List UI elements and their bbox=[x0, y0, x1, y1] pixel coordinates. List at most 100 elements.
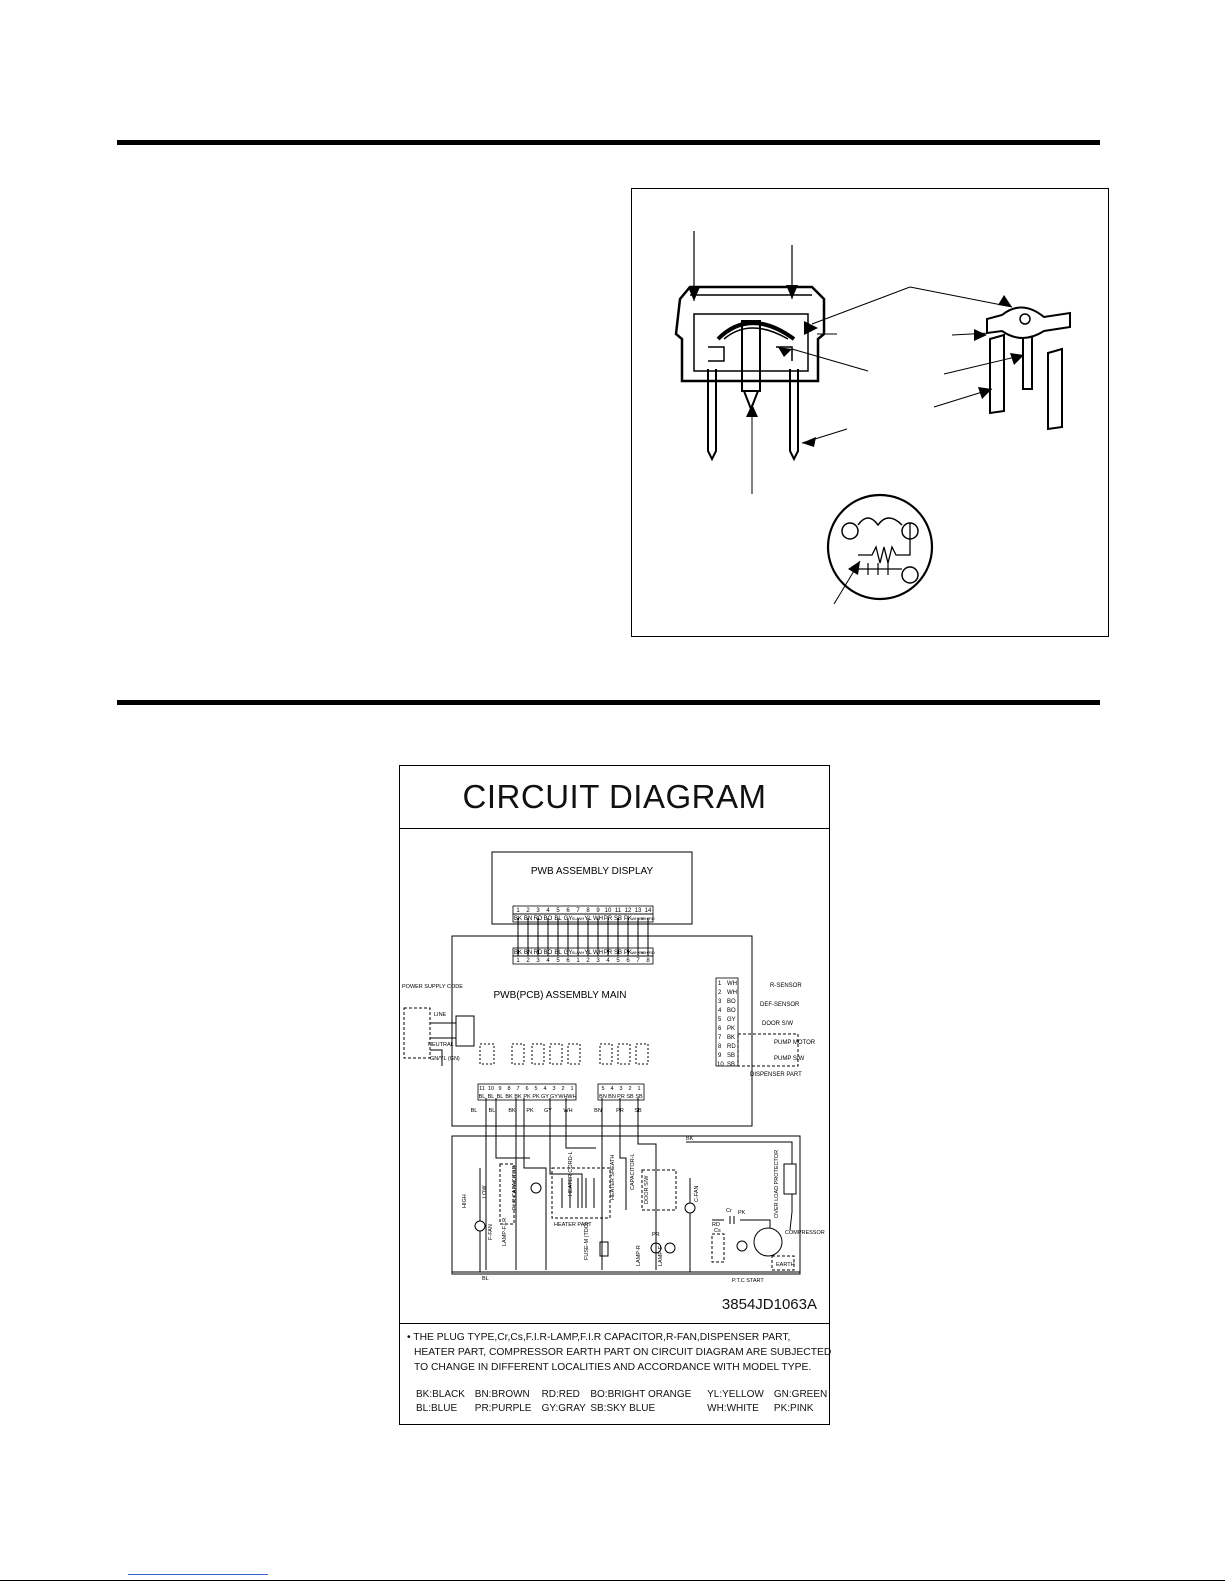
part-label: F.I.R CAPACITOR bbox=[512, 1166, 518, 1210]
legend-item: SB:SKY BLUE bbox=[590, 1403, 656, 1414]
display-color: WH/BK bbox=[631, 916, 644, 921]
part-label: RD bbox=[712, 1222, 720, 1228]
left-conn-color: PK bbox=[532, 1094, 540, 1100]
drawing-code: 3854JD1063A bbox=[721, 1296, 817, 1313]
wire-label: PK bbox=[526, 1108, 534, 1114]
legend-item: YL:YELLOW bbox=[707, 1389, 764, 1400]
main-top-pin: 3 bbox=[596, 958, 600, 964]
legend-item: GY:GRAY bbox=[541, 1403, 586, 1414]
main-top-color: SL/WH bbox=[572, 950, 585, 955]
left-conn-pin: 7 bbox=[516, 1086, 519, 1092]
legend-item: BO:BRIGHT ORANGE bbox=[590, 1389, 692, 1400]
main-top-pin: 2 bbox=[526, 958, 530, 964]
right-color: PK bbox=[727, 1026, 735, 1032]
right-pin: 4 bbox=[718, 1008, 722, 1014]
part-label: Cr bbox=[726, 1208, 732, 1214]
left-conn-color: GY bbox=[541, 1094, 549, 1100]
display-color: BO bbox=[544, 916, 553, 922]
display-pin-row bbox=[512, 905, 654, 965]
part-label: PR bbox=[652, 1232, 660, 1238]
left-conn-pin: 2 bbox=[561, 1086, 564, 1092]
legend-item: RD:RED bbox=[541, 1389, 580, 1400]
display-pin: 3 bbox=[536, 908, 540, 914]
note-line: HEATER PART, COMPRESSOR EARTH PART ON CI… bbox=[414, 1347, 832, 1358]
part-label: P.T.C START bbox=[732, 1278, 764, 1284]
display-color: WH bbox=[593, 916, 603, 922]
circuit-schematic: 1 2 3 4 5 6 7 8 9 10 11 12 13 14 BK BN R… bbox=[400, 828, 829, 1324]
section-rule-middle bbox=[117, 700, 1100, 705]
display-color: PR bbox=[604, 916, 613, 922]
main-top-pin: 4 bbox=[546, 958, 550, 964]
part-label: C-FAN bbox=[694, 1185, 700, 1202]
pump-switch-label: PUMP S/W bbox=[774, 1056, 805, 1062]
schematic-drawing: 1 2 3 4 5 6 7 8 9 10 11 12 13 14 BK BN R… bbox=[402, 851, 825, 1284]
part-label: PK bbox=[738, 1210, 746, 1216]
right-pin: 5 bbox=[718, 1017, 722, 1023]
right-pin: 10 bbox=[717, 1062, 724, 1068]
wire-label: BK bbox=[508, 1108, 516, 1114]
display-color: SB bbox=[614, 916, 622, 922]
right-color: WH bbox=[727, 990, 737, 996]
display-color: SL/WH bbox=[572, 916, 585, 921]
left-conn-color: BK bbox=[505, 1094, 513, 1100]
wire-label: PR bbox=[616, 1108, 624, 1114]
display-pin: 13 bbox=[635, 908, 642, 914]
main-top-pin: 6 bbox=[626, 958, 630, 964]
right-color: RD bbox=[727, 1044, 736, 1050]
right-color: SB bbox=[727, 1062, 735, 1068]
gnyl-label: GN/YL (GN) bbox=[430, 1056, 460, 1062]
part-label: BK bbox=[686, 1136, 694, 1142]
right-color: BO bbox=[727, 1008, 736, 1014]
part-label: Cs bbox=[714, 1228, 721, 1234]
main-top-color: RD bbox=[534, 950, 543, 956]
right-color: BO bbox=[727, 999, 736, 1005]
main-top-pin: 6 bbox=[566, 958, 570, 964]
mid-conn-color: SB bbox=[635, 1094, 643, 1100]
left-conn-pin: 1 bbox=[570, 1086, 573, 1092]
main-top-color: BK bbox=[514, 950, 522, 956]
main-top-pin: 1 bbox=[576, 958, 580, 964]
circuit-title: CIRCUIT DIAGRAM bbox=[400, 766, 829, 829]
display-color: YL bbox=[584, 916, 592, 922]
mid-conn-pin: 4 bbox=[610, 1086, 613, 1092]
main-top-color: YL bbox=[584, 950, 592, 956]
part-label: LOW bbox=[482, 1185, 488, 1198]
left-conn-color: BL bbox=[497, 1094, 504, 1100]
legend-item: BK:BLACK bbox=[416, 1389, 465, 1400]
page-bottom-rule bbox=[0, 1580, 1225, 1581]
legend-item: GN:GREEN bbox=[773, 1389, 828, 1400]
display-pin: 2 bbox=[526, 908, 530, 914]
power-supply-label: POWER SUPPLY CODE bbox=[402, 984, 463, 990]
main-top-pin: 4 bbox=[606, 958, 610, 964]
part-label: DOOR S/W bbox=[644, 1175, 650, 1204]
left-conn-color: BL bbox=[488, 1094, 495, 1100]
left-conn-color: WH bbox=[558, 1094, 567, 1100]
main-top-pin: 7 bbox=[636, 958, 640, 964]
mid-conn-color: PR bbox=[617, 1094, 625, 1100]
display-color: RD bbox=[534, 916, 543, 922]
part-label: HEATER PART bbox=[554, 1222, 592, 1228]
mid-conn-pin: 5 bbox=[601, 1086, 604, 1092]
display-color: PK bbox=[624, 916, 632, 922]
left-conn-color: BK bbox=[514, 1094, 522, 1100]
right-pin: 6 bbox=[718, 1026, 722, 1032]
left-conn-pin: 9 bbox=[498, 1086, 501, 1092]
pump-motor-label: PUMP MOTOR bbox=[774, 1040, 816, 1046]
right-pin: 2 bbox=[718, 990, 722, 996]
display-pin: 9 bbox=[596, 908, 600, 914]
part-label: FUSE-M (TDC) bbox=[584, 1222, 590, 1260]
wire-label: BL bbox=[489, 1108, 496, 1114]
main-top-pin: 8 bbox=[646, 958, 650, 964]
display-pin: 8 bbox=[586, 908, 590, 914]
mid-conn-pin: 2 bbox=[628, 1086, 631, 1092]
wire-label: BL bbox=[471, 1108, 478, 1114]
mid-conn-color: BN bbox=[608, 1094, 616, 1100]
main-top-pin: 2 bbox=[586, 958, 590, 964]
display-color: BL bbox=[554, 916, 562, 922]
main-top-color: WH/BK bbox=[631, 950, 644, 955]
note-line: TO CHANGE IN DIFFERENT LOCALITIES AND AC… bbox=[414, 1362, 812, 1373]
def-sensor-label: DEF-SENSOR bbox=[760, 1002, 800, 1008]
display-color: GY bbox=[564, 916, 573, 922]
display-pin: 4 bbox=[546, 908, 550, 914]
left-conn-color: PK bbox=[523, 1094, 531, 1100]
